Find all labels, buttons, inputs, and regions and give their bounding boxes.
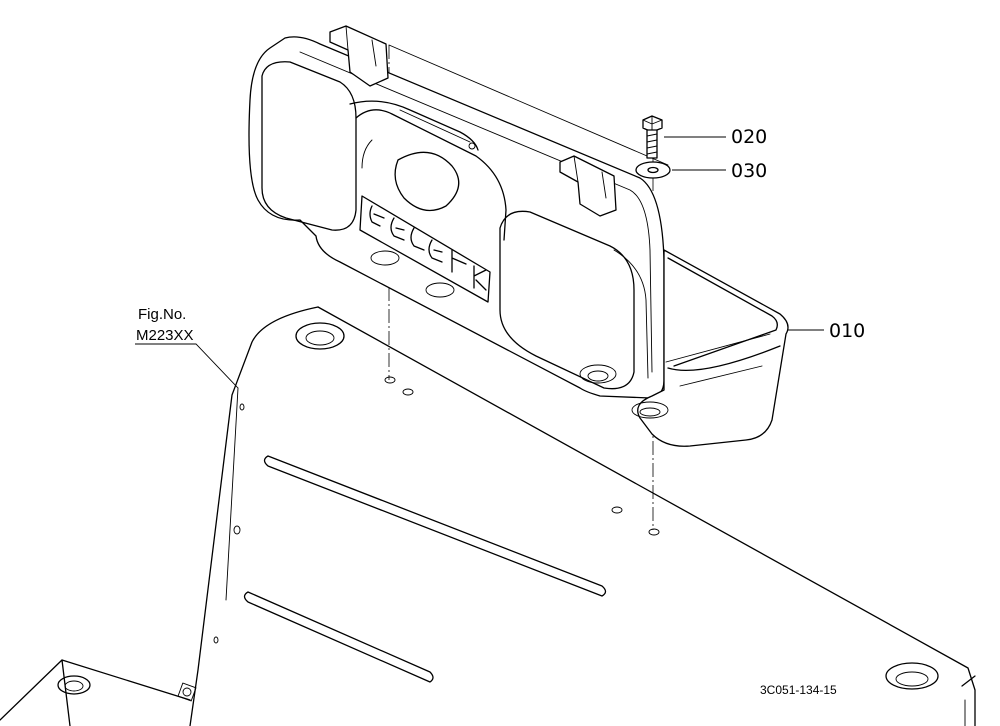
base-plate [0,306,976,726]
callout-010: 010 [788,320,865,342]
callout-030: 030 [672,160,767,182]
figure-ref-number: M223XX [136,327,194,344]
figure-reference: Fig.No. M223XX [135,306,239,389]
drawing-code: 3C051-134-15 [760,683,837,697]
callout-label-010: 010 [829,320,865,342]
figure-ref-label: Fig.No. [138,306,186,323]
callout-label-020: 020 [731,126,767,148]
callout-020: 020 [664,126,767,148]
callout-label-030: 030 [731,160,767,182]
tool-box-010 [248,25,789,447]
washer-030 [635,161,671,179]
kubota-emblem-logo [369,205,487,291]
bolt-020 [642,115,663,159]
